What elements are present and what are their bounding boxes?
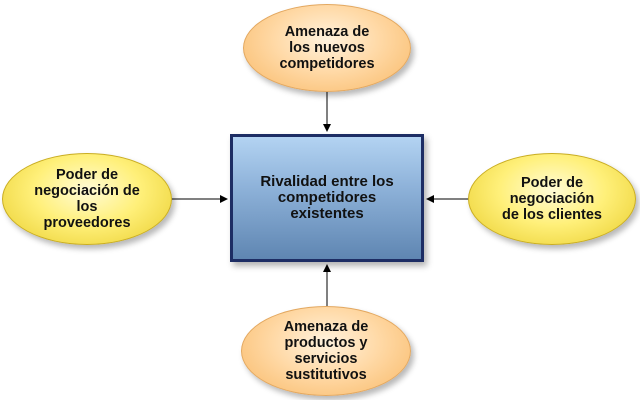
node-threat-substitutes-label: Amenaza de productos y servicios sustitu… xyxy=(283,319,369,383)
node-threat-substitutes: Amenaza de productos y servicios sustitu… xyxy=(241,306,411,396)
node-supplier-power-label: Poder de negociación de los proveedores xyxy=(34,167,140,231)
node-threat-new-entrants-label: Amenaza de los nuevos competidores xyxy=(279,24,375,72)
node-competitive-rivalry-label: Rivalidad entre los competidores existen… xyxy=(260,173,394,222)
node-competitive-rivalry: Rivalidad entre los competidores existen… xyxy=(230,134,424,262)
node-threat-new-entrants: Amenaza de los nuevos competidores xyxy=(243,4,411,92)
node-supplier-power: Poder de negociación de los proveedores xyxy=(2,153,172,245)
node-buyer-power-label: Poder de negociación de los clientes xyxy=(502,175,602,223)
node-buyer-power: Poder de negociación de los clientes xyxy=(468,153,636,245)
